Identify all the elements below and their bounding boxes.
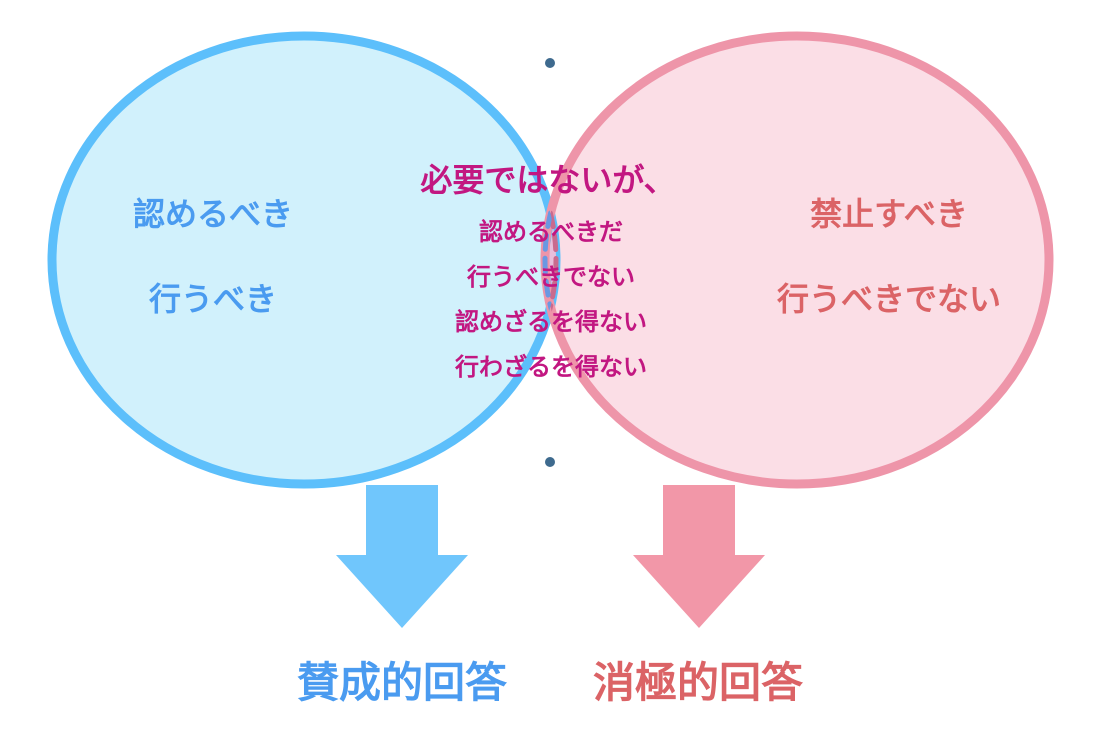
positive-set-circle xyxy=(52,36,556,484)
negative-outcome-label: 消極的回答 xyxy=(593,658,804,707)
positive-set-line-1: 認めるべき xyxy=(133,195,293,233)
negative-set-line-2: 行うべきでない xyxy=(777,280,1001,318)
overlap-line-1: 認めるべきだ xyxy=(479,218,623,246)
overlap-heading: 必要ではないが、 xyxy=(420,161,675,199)
negative-set-circle xyxy=(545,36,1049,484)
positive-outcome-arrow xyxy=(336,485,468,628)
intersection-dot-top xyxy=(545,58,555,68)
overlap-line-2: 行うべきでない xyxy=(466,263,635,291)
overlap-line-3: 認めざるを得ない xyxy=(455,308,647,336)
positive-set-line-2: 行うべき xyxy=(149,280,277,318)
negative-set-line-1: 禁止すべき xyxy=(810,195,968,233)
overlap-line-4: 行わざるを得ない xyxy=(454,353,647,381)
intersection-dot-bottom xyxy=(545,457,555,467)
overlap-dashed-left-arc xyxy=(545,36,559,484)
positive-outcome-label: 賛成的回答 xyxy=(297,658,508,707)
negative-outcome-arrow xyxy=(633,485,765,628)
overlap-dashed-right-arc xyxy=(542,36,556,484)
